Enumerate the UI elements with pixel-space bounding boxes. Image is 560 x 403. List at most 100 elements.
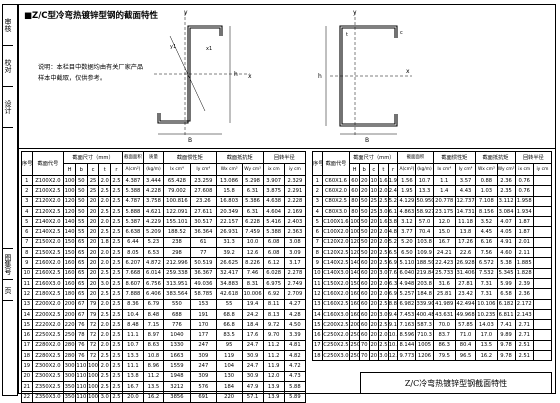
table-cell: 13.3 (121, 350, 144, 362)
table-cell: 6.028 (262, 267, 285, 279)
table-cell: 2.5 (110, 226, 123, 238)
table-cell: 3.57 (454, 174, 477, 187)
table-cell: 5.257 (397, 288, 417, 300)
table-cell: 0.88 (475, 174, 498, 187)
table-cell: 710.3 (415, 329, 434, 341)
table-cell: 3.084 (496, 205, 516, 218)
table-cell-empty (532, 339, 553, 352)
table-cell: 2.172 (514, 298, 534, 310)
table-cell: 100 (349, 226, 360, 238)
table-cell: 55 (215, 298, 243, 310)
col-inertia: 截面惯性矩 (162, 151, 217, 164)
table-cell: 3.09 (283, 247, 307, 259)
table-cell: 2.291 (283, 185, 307, 197)
table-cell: 4.638 (262, 195, 285, 207)
table-cell: Z180X2.5 (31, 288, 65, 300)
col-ix: Ix cm⁴ (162, 163, 191, 176)
table-cell: 14 (21, 308, 33, 321)
table-cell: 11.2 (142, 370, 164, 382)
table-cell: 20 (86, 277, 100, 290)
rcol-r: r (387, 163, 399, 176)
table-row: 5C100X1.610050201.63.843.1257.012.011.18… (312, 216, 553, 228)
table-cell: 76 (74, 350, 88, 362)
table-cell: 153 (189, 298, 217, 310)
c-section-figure (325, 12, 412, 136)
table-cell: 3.907 (262, 174, 285, 187)
table-cell: 100 (86, 370, 100, 382)
table-cell: 70.0 (432, 319, 456, 331)
table-cell: 3.0 (378, 350, 389, 362)
table-cell: C80X3.0 (321, 205, 351, 218)
table-cell: 5.20 (387, 236, 399, 249)
table-cell: 220 (215, 391, 243, 403)
table-cell: C100X2.0 (321, 226, 351, 238)
table-cell: 130 (215, 370, 243, 382)
table-cell: 155.101 (162, 216, 191, 228)
table-cell: 7.695 (387, 267, 399, 279)
table-cell: 7.459 (241, 226, 264, 238)
table-cell: 8.05 (121, 247, 144, 259)
table-cell: 8.607 (121, 277, 144, 290)
table-cell: 3.0 (98, 391, 112, 403)
table-cell: 7.31 (475, 277, 498, 290)
page-note: 说明：本栏目中数据均由有关厂家产品样本中截取，仅供参考。 (38, 64, 144, 82)
table-cell: 6.95 (387, 288, 399, 300)
table-cell: 309 (189, 370, 217, 382)
sidebar-cell-design: 设计 (3, 87, 13, 128)
table-cell: 2.71 (514, 319, 534, 331)
table-cell: 2.5 (98, 308, 112, 321)
table-cell: 7.453 (397, 308, 417, 321)
table-cell: 3856 (162, 391, 191, 403)
table-cell: 160 (63, 257, 76, 269)
table-cell: 86.3 (432, 339, 456, 352)
table-cell: 50.950 (415, 195, 434, 207)
table-cell: 2.5 (98, 380, 112, 393)
table-cell: 6.79 (142, 298, 164, 310)
c-b-label: B (365, 137, 369, 144)
table-cell: 6.982 (397, 298, 417, 310)
table-cell: Z350X2.5 (31, 380, 65, 393)
table-cell: 691 (189, 391, 217, 403)
table-cell: 184.8 (415, 288, 434, 300)
table-cell: 34.883 (215, 277, 243, 290)
table-row: 13C160X2.516060202.58.8956.982339.90541.… (312, 298, 553, 310)
table-cell: 5.209 (142, 226, 164, 238)
table-cell: 7.163 (397, 319, 417, 331)
table-cell: Z100X2.5 (31, 185, 65, 197)
table-cell: 26.928 (454, 257, 477, 269)
table-cell: 12.737 (454, 195, 477, 207)
col-weight: 质量 (142, 151, 164, 164)
table-cell: 100 (86, 380, 100, 393)
table-cell: 4.07 (496, 216, 516, 228)
table-cell: 20 (86, 247, 100, 259)
rcol-area-unit: A(cm²) (397, 163, 417, 176)
table-cell-empty (532, 247, 553, 259)
table-row: 15C200X2.520060202.59.1257.163587.370.05… (312, 319, 553, 331)
table-cell: 71.0 (454, 329, 477, 341)
table-cell: 110 (74, 370, 88, 382)
table-cell: 76 (74, 339, 88, 352)
table-cell: 6.92 (262, 288, 285, 300)
table-cell: 25.81 (432, 288, 456, 300)
table-row: 4C80X3.08050253.06.1954.86358.92723.1751… (312, 205, 553, 218)
table-row: 1C60X1.66020101.61.921.5610.71.13.570.88… (312, 174, 553, 187)
table-cell: 5.388 (121, 185, 144, 197)
table-cell: Z160X2.5 (31, 267, 65, 279)
c-section-table-body: 1C60X1.66020101.61.921.5610.71.13.570.88… (312, 174, 553, 362)
col-wy: Wy cm³ (241, 163, 264, 176)
table-cell: 1.92 (387, 174, 399, 187)
table-cell: C160X2.0 (321, 288, 351, 300)
table-cell: 150 (63, 247, 76, 259)
table-cell: 6.50 (387, 247, 399, 259)
table-cell: 11 (21, 277, 33, 290)
table-cell: 3.0 (378, 308, 389, 321)
table-cell: 5.88 (283, 380, 307, 393)
table-cell: 8.13 (262, 308, 285, 321)
table-cell: 5.89 (283, 391, 307, 403)
table-cell: 6.756 (142, 277, 164, 290)
table-cell: Z150X2.5 (31, 247, 65, 259)
table-cell: 17.6 (241, 329, 264, 341)
c-h-label: h (318, 73, 322, 80)
